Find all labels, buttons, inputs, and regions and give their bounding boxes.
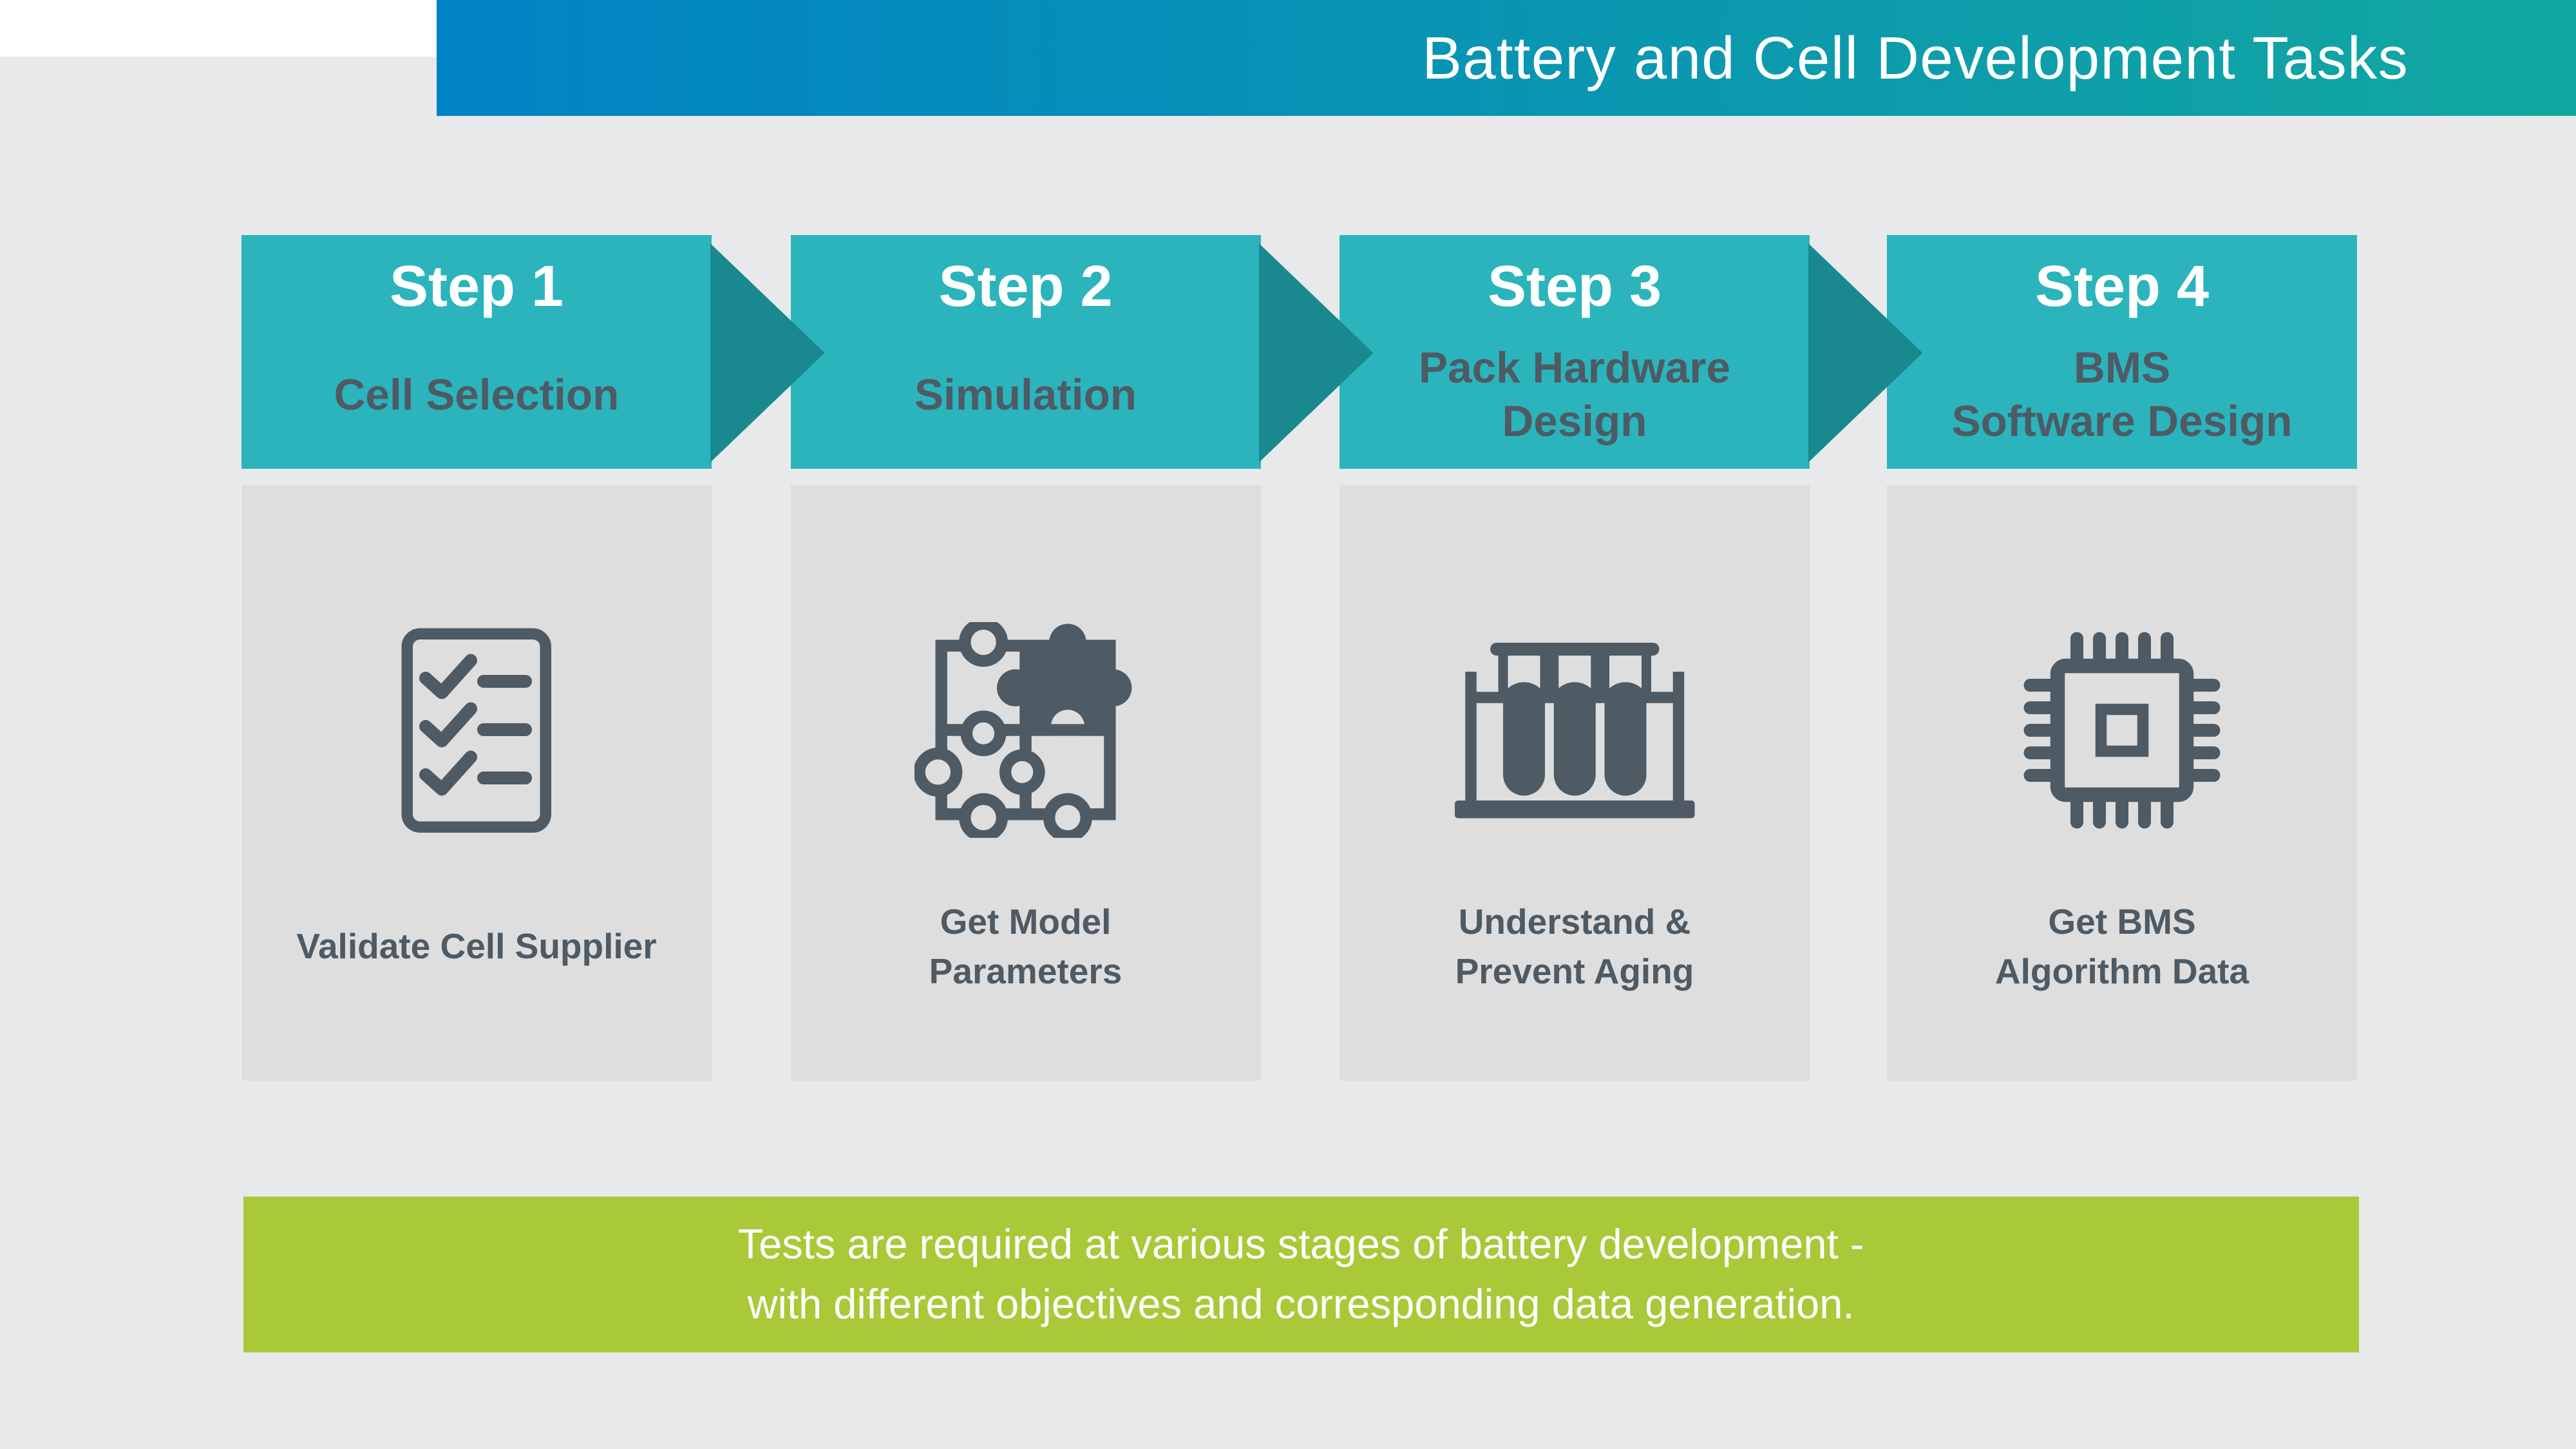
arrow-right-icon [1808,243,1922,462]
step-4-banner: Step 4 BMS Software Design [1887,235,2357,469]
step-1-caption-line: Validate Cell Supplier [296,926,657,967]
footer-banner: Tests are required at various stages of … [243,1196,2359,1352]
step-2-caption-line-1: Get Model [940,901,1112,942]
step-2-subtitle: Simulation [914,322,1137,469]
footer-line-1: Tests are required at various stages of … [737,1220,1864,1268]
step-3-label: Step 3 [1487,254,1662,319]
step-3-caption: Understand & Prevent Aging [1340,895,1810,998]
step-4-card: Get BMS Algorithm Data [1887,484,2357,1081]
step-4-label: Step 4 [2034,254,2210,319]
step-1-card: Validate Cell Supplier [242,484,712,1081]
step-4-caption: Get BMS Algorithm Data [1887,895,2357,998]
step-4-caption-line-1: Get BMS [2048,901,2196,942]
arrow-right-icon [710,243,824,462]
page-title: Battery and Cell Development Tasks [1422,24,2409,91]
chip-icon [1887,621,2357,839]
step-2-label: Step 2 [938,254,1113,319]
step-1-label: Step 1 [389,254,564,319]
step-1-subtitle: Cell Selection [334,322,620,469]
step-3-caption-line-2: Prevent Aging [1455,951,1694,991]
footer-line-2: with different objectives and correspond… [747,1280,1855,1327]
step-1-subtitle-line: Cell Selection [334,370,620,419]
step-3-banner: Step 3 Pack Hardware Design [1340,235,1810,469]
header-banner: Battery and Cell Development Tasks [436,0,2576,116]
step-3-card: Understand & Prevent Aging [1340,484,1810,1081]
arrow-right-icon [1259,243,1374,462]
test-tubes-icon [1340,621,1810,839]
step-2-subtitle-line: Simulation [914,370,1137,419]
step-3-caption-line-1: Understand & [1458,901,1691,942]
step-1-caption: Validate Cell Supplier [242,895,712,998]
step-3-subtitle: Pack Hardware Design [1419,322,1730,469]
step-2-banner: Step 2 Simulation [790,235,1261,469]
step-3-subtitle-line-2: Design [1502,397,1647,446]
checklist-icon [242,621,712,839]
step-3-subtitle-line-1: Pack Hardware [1418,344,1731,393]
puzzle-icon [791,621,1261,839]
step-1-banner: Step 1 Cell Selection [242,235,712,469]
step-2-caption-line-2: Parameters [929,951,1122,991]
step-4-subtitle-line-2: Software Design [1951,397,2293,446]
top-left-white-notch [0,0,437,57]
step-2-card: Get Model Parameters [790,484,1261,1081]
step-2-caption: Get Model Parameters [791,895,1261,998]
step-4-subtitle-line-1: BMS [2074,344,2170,393]
step-4-subtitle: BMS Software Design [1952,322,2293,469]
step-4-caption-line-2: Algorithm Data [1994,951,2249,991]
